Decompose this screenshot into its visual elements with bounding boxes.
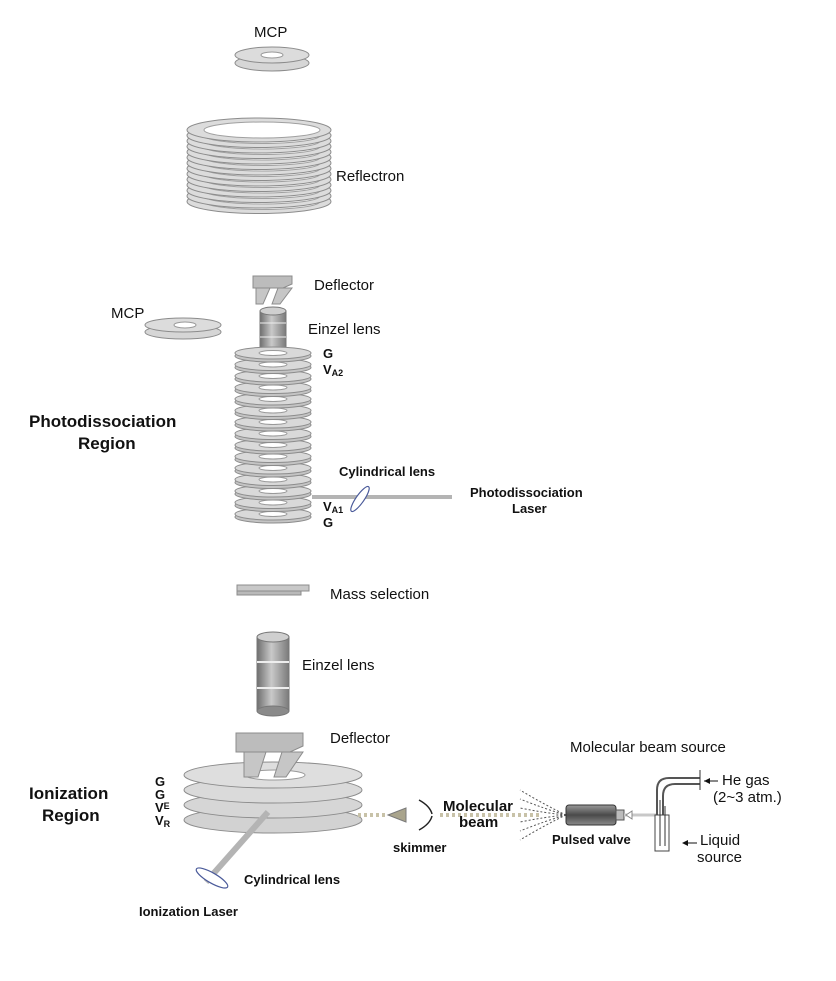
accel-plate-hole — [258, 407, 288, 414]
einzel-bottom-label: Einzel lens — [302, 657, 375, 674]
mass-selection-plates — [236, 584, 310, 596]
he-gas-label-2: (2~3 atm.) — [713, 789, 782, 806]
ionization-laser-label: Ionization Laser — [139, 904, 238, 919]
molecular-beam-path — [358, 807, 540, 823]
molecular-beam-source-label: Molecular beam source — [570, 739, 726, 756]
ion-vr-label: VR — [155, 813, 171, 829]
accel-plate-hole — [258, 361, 288, 368]
lower-g-label: G — [323, 515, 333, 530]
upper-v-label: VA2 — [323, 362, 343, 378]
deflector-bottom-label: Deflector — [330, 730, 390, 747]
accel-plate-hole — [258, 453, 288, 460]
photodissociation-laser-label-2: Laser — [512, 501, 547, 516]
accel-plate-hole — [258, 488, 288, 494]
reflectron-ring-hole — [203, 121, 321, 139]
accel-plate-hole — [258, 476, 288, 483]
ionization-laser-beam — [195, 810, 271, 889]
molecular-beam-label-1: Molecular — [443, 798, 513, 815]
deflector-bottom — [235, 732, 304, 778]
photodissociation-region-label-1: Photodissociation — [29, 412, 176, 431]
accel-plate-hole — [258, 511, 288, 517]
accel-plate-hole — [258, 442, 288, 448]
accel-plate-hole — [258, 384, 288, 391]
photodissociation-laser-label-1: Photodissociation — [470, 485, 583, 500]
lower-v-label: VA1 — [323, 499, 343, 515]
skimmer — [418, 799, 433, 831]
upper-g-label: G — [323, 346, 333, 361]
mcp-top-label: MCP — [254, 24, 287, 41]
accel-plate-hole — [258, 430, 288, 437]
ionization-stack — [183, 761, 363, 834]
accel-plate-hole — [258, 465, 288, 471]
molecular-beam-label-2: beam — [459, 814, 498, 831]
cylindrical-lens-bottom-label: Cylindrical lens — [244, 872, 340, 887]
accel-plate-hole — [258, 499, 288, 506]
ion-g2-label: G — [155, 787, 165, 802]
mass-selection-label: Mass selection — [330, 586, 429, 603]
accel-plate-hole — [258, 396, 288, 402]
ionization-region-label-2: Region — [42, 806, 100, 825]
einzel-top-label: Einzel lens — [308, 321, 381, 338]
skimmer-label: skimmer — [393, 840, 446, 855]
he-gas-label-1: He gas — [722, 772, 770, 789]
reflectron-stack — [186, 117, 332, 214]
einzel-lens-top — [259, 306, 287, 350]
liquid-source-label-1: Liquid — [700, 832, 740, 849]
ionization-region-label-1: Ionization — [29, 784, 108, 803]
mcp-top-detector — [234, 46, 310, 72]
einzel-lens-bottom — [256, 631, 290, 717]
mcp-side-detector — [144, 317, 222, 340]
he-gas-arrow — [704, 778, 718, 784]
photodissociation-stack — [234, 346, 312, 524]
accel-plate-hole — [258, 350, 288, 356]
liquid-source-assembly — [654, 770, 701, 852]
cylindrical-lens-top-label: Cylindrical lens — [339, 464, 435, 479]
ion-ve-label: VE — [155, 800, 170, 815]
reflectron-label: Reflectron — [336, 168, 404, 185]
ion-g1-label: G — [155, 774, 165, 789]
mcp-side-label: MCP — [111, 305, 144, 322]
pulsed-valve — [565, 804, 656, 826]
supersonic-expansion — [519, 789, 567, 841]
photodissociation-laser-beam — [312, 485, 452, 513]
accel-plate-hole — [258, 419, 288, 425]
liquid-source-label-2: source — [697, 849, 742, 866]
liquid-source-arrow — [682, 840, 697, 846]
deflector-top — [252, 275, 293, 305]
accel-plate-hole — [258, 373, 288, 379]
photodissociation-region-label-2: Region — [78, 434, 136, 453]
pulsed-valve-label: Pulsed valve — [552, 832, 631, 847]
deflector-top-label: Deflector — [314, 277, 374, 294]
